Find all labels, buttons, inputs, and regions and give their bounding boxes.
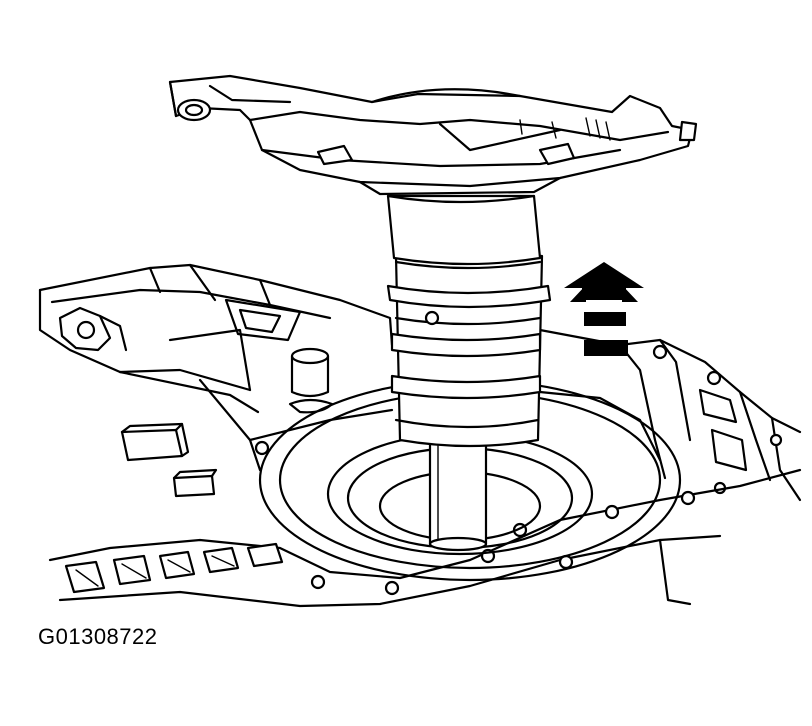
output-shaft: [428, 438, 488, 552]
special-tool: [168, 74, 698, 448]
up-arrow-icon: [564, 262, 644, 356]
figure-id-label: G01308722: [38, 624, 158, 649]
transmission-case: [38, 263, 802, 608]
